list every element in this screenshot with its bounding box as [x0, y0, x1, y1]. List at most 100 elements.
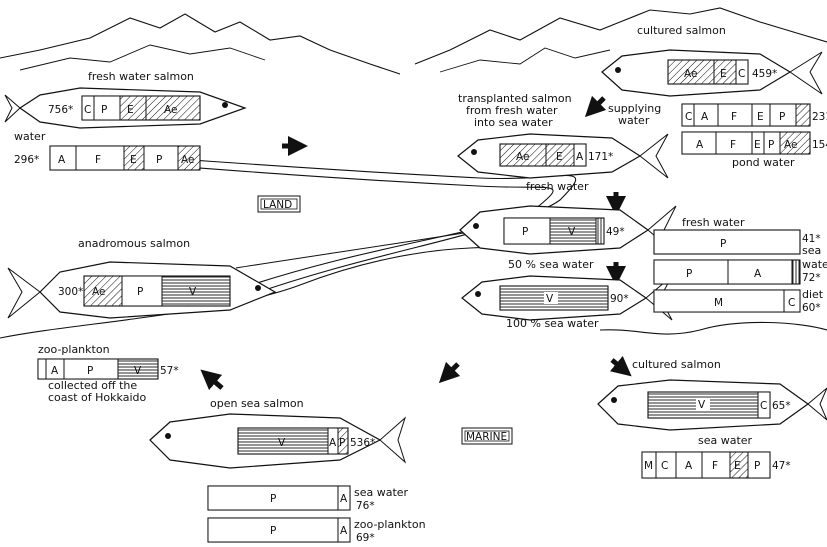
water-word: water	[802, 258, 827, 271]
open-seg-V: V	[278, 437, 286, 449]
fresh-water-right-label: fresh water	[682, 216, 745, 229]
osw-seg-P: P	[270, 493, 276, 505]
csw-seg-C: C	[661, 460, 668, 472]
anad-seg-P: P	[137, 286, 143, 298]
open-seg-P: P	[339, 437, 345, 449]
diet-label: diet	[802, 288, 824, 301]
fwater-seg-A: A	[58, 154, 66, 166]
cultured-salmon-bottom-label: cultured salmon	[632, 358, 721, 371]
transplanted-line3: into sea water	[474, 116, 553, 129]
transplant-value: 171*	[588, 151, 613, 163]
f49-seg-V: V	[568, 226, 576, 238]
sup-seg-F: F	[731, 111, 737, 123]
zoo-seg-V: V	[134, 365, 142, 377]
fw-seg-Ae: Ae	[164, 104, 177, 116]
fw-seg-P: P	[101, 104, 107, 116]
fwater-seg-P: P	[156, 154, 162, 166]
ctop-seg-C: C	[738, 68, 745, 80]
arrow-to-cultured-bottom	[612, 360, 624, 370]
fwater-seg-E: E	[130, 154, 137, 166]
tr-seg-Ae: Ae	[516, 151, 529, 163]
supplying-line2: water	[618, 114, 650, 127]
sw-seg-A: A	[754, 268, 762, 280]
ozoo-seg-A: A	[340, 525, 348, 537]
fwr-seg-P: P	[720, 238, 726, 250]
mountains-left	[0, 14, 400, 74]
ctop-seg-Ae: Ae	[684, 68, 697, 80]
tr-seg-E: E	[556, 151, 563, 163]
pond-seg-Ae: Ae	[784, 139, 797, 151]
open-sea-water-value: 76*	[356, 500, 375, 512]
cult-sea-water-value: 47*	[772, 460, 791, 472]
sup-seg-P: P	[779, 111, 785, 123]
csw-seg-F: F	[712, 460, 718, 472]
csw-seg-M: M	[644, 460, 653, 472]
zoo-value: 57*	[160, 365, 179, 377]
pond-water-label: pond water	[732, 156, 795, 169]
pond-seg-P: P	[768, 139, 774, 151]
fw-seg-E: E	[127, 104, 134, 116]
diet-value: 60*	[802, 302, 821, 314]
sup-seg-E: E	[757, 111, 764, 123]
arrow-open-to-zoo	[208, 376, 222, 388]
open-zoo-value: 69*	[356, 532, 375, 544]
mountains-right	[415, 8, 827, 64]
open-sea-value: 536*	[350, 437, 375, 449]
mountains-right-inner	[440, 48, 610, 72]
pct50-label: 50 % sea water	[508, 258, 594, 271]
land-label: LAND	[263, 199, 292, 211]
fw-seg-C: C	[84, 104, 91, 116]
f49-seg-P: P	[522, 226, 528, 238]
open-sea-water-label: sea water	[354, 486, 409, 499]
diet-seg-C: C	[788, 297, 795, 309]
anad-seg-Ae: Ae	[92, 286, 105, 298]
fresh-water-bar	[654, 230, 800, 254]
open-sea-salmon-label: open sea salmon	[210, 397, 304, 410]
open-seg-A: A	[329, 437, 337, 449]
fwater-seg-F: F	[95, 154, 101, 166]
arrow-marine-left	[446, 364, 458, 376]
zoo-seg-A: A	[51, 365, 59, 377]
fish90-value: 90*	[610, 293, 629, 305]
pond-value: 154*	[812, 139, 827, 151]
f90-seg-V: V	[546, 293, 554, 305]
zoo-seg-P: P	[87, 365, 93, 377]
anadromous-label: anadromous salmon	[78, 237, 190, 250]
mountains-left-inner	[20, 45, 265, 70]
supply-value: 231*	[812, 111, 827, 123]
water-label: water	[14, 130, 46, 143]
ctop-seg-E: E	[720, 68, 727, 80]
fish49-value: 49*	[606, 226, 625, 238]
cb-seg-C: C	[760, 400, 767, 412]
marine-label: MARINE	[466, 431, 507, 443]
collected-line2: coast of Hokkaido	[48, 391, 146, 404]
ozoo-seg-P: P	[270, 525, 276, 537]
sea-water-value: 72*	[802, 272, 821, 284]
pond-seg-A: A	[696, 139, 704, 151]
sea-word: sea	[802, 244, 821, 257]
fw-salmon-value: 756*	[48, 104, 73, 116]
cultured-salmon-top-label: cultured salmon	[637, 24, 726, 37]
cult-top-value: 459*	[752, 68, 777, 80]
osw-seg-A: A	[340, 493, 348, 505]
csw-seg-A: A	[685, 460, 693, 472]
sw-seg-P: P	[686, 268, 692, 280]
fwater-seg-Ae: Ae	[181, 154, 194, 166]
coastline-right	[600, 322, 827, 334]
sea-water-bottom-label: sea water	[698, 434, 753, 447]
pond-seg-F: F	[730, 139, 736, 151]
cb-seg-V: V	[698, 399, 706, 411]
open-zoo-label: zoo-plankton	[354, 518, 426, 531]
fresh-water-salmon-label: fresh water salmon	[88, 70, 194, 83]
pond-seg-E: E	[754, 139, 761, 151]
csw-seg-E: E	[734, 460, 741, 472]
arrow-cultured-to-transplant	[592, 98, 604, 110]
tr-seg-A: A	[576, 151, 584, 163]
sup-seg-A: A	[701, 111, 709, 123]
fw-water-value: 296*	[14, 154, 39, 166]
csw-seg-P: P	[754, 460, 760, 472]
pct100-label: 100 % sea water	[506, 317, 599, 330]
zoo-plankton-label: zoo-plankton	[38, 343, 110, 356]
diet-seg-M: M	[714, 297, 723, 309]
